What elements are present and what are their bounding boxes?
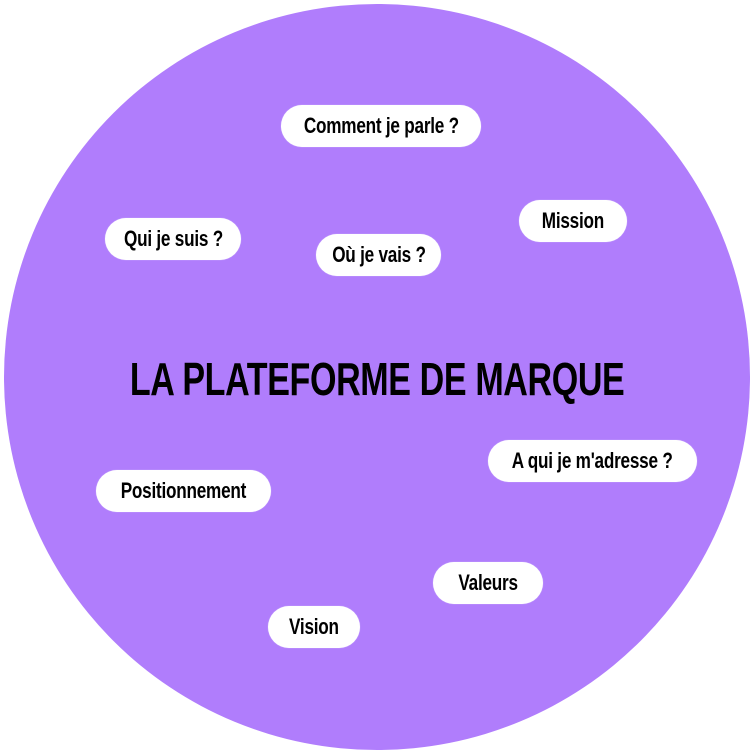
pill-a-qui-je-madresse: A qui je m'adresse ? — [488, 440, 697, 482]
pill-mission: Mission — [519, 200, 627, 242]
pill-label: A qui je m'adresse ? — [512, 448, 673, 473]
pill-positionnement: Positionnement — [96, 470, 271, 512]
pill-ou-je-vais: Où je vais ? — [316, 234, 441, 276]
pill-label: Vision — [289, 614, 339, 639]
pill-label: Où je vais ? — [331, 242, 426, 267]
diagram-title: LA PLATEFORME DE MARQUE — [0, 352, 754, 406]
pill-qui-je-suis: Qui je suis ? — [105, 218, 241, 260]
pill-label: Qui je suis ? — [123, 226, 223, 251]
title-text: LA PLATEFORME DE MARQUE — [129, 353, 625, 405]
pill-label: Mission — [541, 208, 605, 233]
pill-label: Positionnement — [120, 478, 247, 503]
pill-valeurs: Valeurs — [433, 562, 543, 604]
pill-label: Valeurs — [458, 570, 518, 595]
pill-label: Comment je parle ? — [303, 113, 459, 138]
pill-vision: Vision — [268, 606, 360, 648]
pill-comment-je-parle: Comment je parle ? — [281, 105, 481, 147]
